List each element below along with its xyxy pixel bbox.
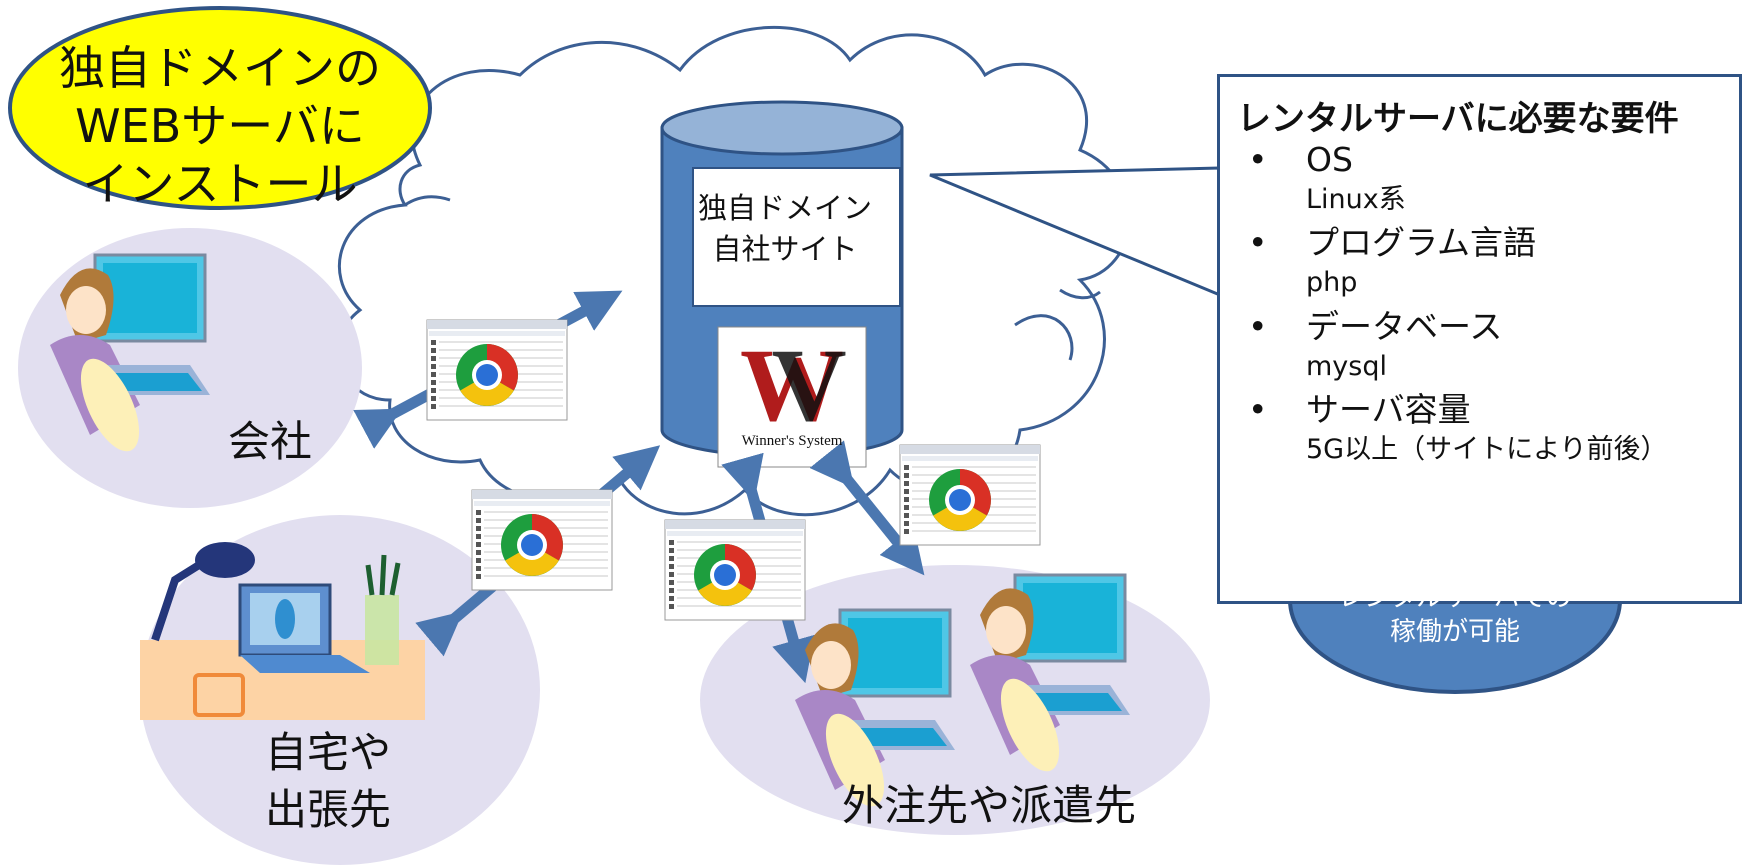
install-callout	[8, 6, 432, 210]
site-line: 自社サイト	[712, 231, 858, 266]
install-line: インストール	[82, 156, 358, 211]
requirement-value: mysql	[1306, 350, 1387, 382]
requirement-label: サーバ容量	[1306, 389, 1471, 429]
location-home-label: 自宅や 出張先	[265, 725, 391, 838]
requirement-value: php	[1306, 267, 1358, 299]
home-line: 自宅や	[265, 728, 392, 777]
location-outsource-label: 外注先や派遣先	[842, 781, 1137, 830]
server-site-label: 独自ドメイン 自社サイト	[690, 188, 880, 269]
requirements-panel: レンタルサーバに必要な要件 OS Linux系 プログラム言語 php データベース…	[1217, 74, 1742, 604]
install-line: WEBサーバに	[75, 98, 365, 153]
note-text: 一般的な レンタルサーバでの 稼働が可能	[1310, 548, 1600, 649]
home-line: 出張先	[265, 784, 392, 834]
requirement-item: データベース mysql	[1230, 306, 1668, 385]
browser-screenshot	[899, 444, 1041, 546]
server-cylinder: W V	[660, 100, 904, 468]
logo-caption: Winner's System	[741, 433, 843, 449]
requirement-item: サーバ容量 5G以上（サイトにより前後）	[1230, 389, 1668, 468]
requirement-label: データベース	[1306, 306, 1503, 346]
note-line: 稼働が可能	[1389, 616, 1520, 647]
browser-screenshot	[471, 489, 613, 591]
desk-icon	[140, 542, 425, 720]
install-line: 独自ドメインの	[59, 41, 381, 95]
install-callout-text: 独自ドメインの WEBサーバに インストール	[55, 40, 385, 214]
requirement-item: OS Linux系	[1230, 139, 1668, 218]
requirement-value: Linux系	[1306, 183, 1406, 215]
site-line: 独自ドメイン	[697, 191, 872, 225]
note-line: 一般的な	[1402, 549, 1507, 579]
note-line: レンタルサーバでの	[1338, 582, 1572, 613]
logo-mark: W	[740, 328, 844, 443]
requirements-list: OS Linux系 プログラム言語 php データベース mysql サーバ容量 5G以…	[1230, 139, 1668, 472]
svg-text:V: V	[771, 328, 846, 443]
requirement-label: プログラム言語	[1306, 223, 1537, 263]
browser-screenshot	[426, 319, 568, 421]
requirement-value: 5G以上（サイトにより前後）	[1306, 433, 1668, 465]
location-company-label: 会社	[228, 417, 313, 466]
requirement-item: プログラム言語 php	[1230, 222, 1668, 301]
requirements-title: レンタルサーバに必要な要件	[1237, 99, 1679, 139]
requirement-label: OS	[1306, 140, 1353, 179]
browser-screenshot	[664, 519, 806, 621]
arrow-outsource-2	[809, 440, 925, 576]
